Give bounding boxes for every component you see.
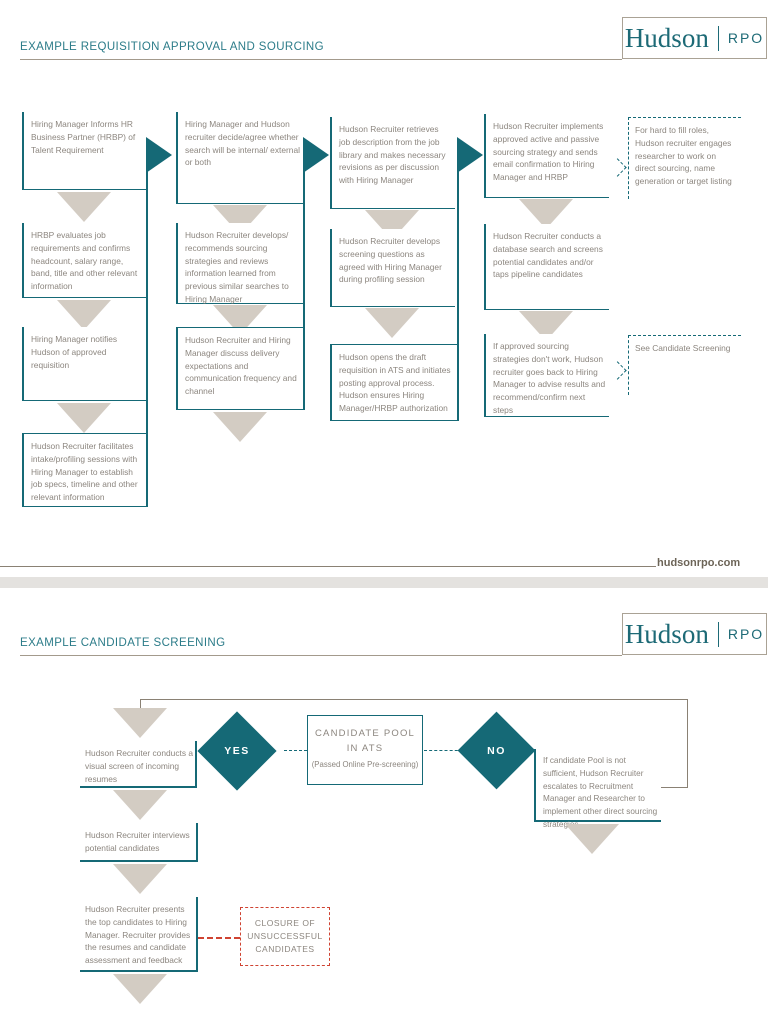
flow-step-box: Hudson Recruiter implements approved act…: [484, 114, 609, 198]
footer-rule: [0, 566, 656, 567]
dashed-arrow-icon: [608, 158, 627, 177]
flow-step-box: Hudson Recruiter interviews potential ca…: [80, 823, 198, 862]
flow-step-box: Hiring Manager Informs HR Business Partn…: [22, 112, 146, 190]
pool-title: CANDIDATE POOL: [314, 728, 416, 739]
down-arrow-icon: [57, 403, 111, 433]
note-box: See Candidate Screening: [628, 335, 741, 395]
loopback-line: [661, 787, 688, 788]
connector-line: [146, 155, 148, 507]
dashed-connector: [424, 750, 468, 751]
candidate-pool-box: CANDIDATE POOL IN ATS (Passed Online Pre…: [307, 715, 423, 785]
flow-step-box: Hudson Recruiter conducts a visual scree…: [80, 741, 197, 788]
flow-step-box: Hudson Recruiter develops/ recommends so…: [176, 223, 304, 304]
flow-step-box: Hiring Manager and Hudson recruiter deci…: [176, 112, 304, 204]
down-arrow-icon: [365, 308, 419, 338]
down-arrow-icon: [565, 824, 619, 854]
hudson-wordmark: Hudson: [624, 22, 709, 53]
flow-step-box: Hudson Recruiter develops screening ques…: [330, 229, 455, 307]
flow-step-box: HRBP evaluates job requirements and conf…: [22, 223, 146, 298]
flow-step-box: Hudson Recruiter and Hiring Manager disc…: [176, 327, 305, 410]
page-2: Hudson RPO EXAMPLE CANDIDATE SCREENING H…: [0, 588, 768, 1024]
connector-line: [303, 155, 305, 410]
flow-right-arrow-icon: [303, 137, 329, 173]
title-rule: [20, 59, 622, 60]
down-arrow-icon: [113, 708, 167, 738]
flow-step-box: Hudson opens the draft requisition in AT…: [330, 344, 459, 421]
connector-line: [457, 155, 459, 421]
page-1: Hudson RPO EXAMPLE REQUISITION APPROVAL …: [0, 0, 768, 577]
flow-step-box: Hiring Manager notifies Hudson of approv…: [22, 327, 146, 401]
down-arrow-icon: [113, 790, 167, 820]
down-arrow-icon: [113, 864, 167, 894]
dashed-connector: [284, 750, 307, 751]
closure-box: CLOSURE OF UNSUCCESSFUL CANDIDATES: [240, 907, 330, 966]
page-title: EXAMPLE REQUISITION APPROVAL AND SOURCIN…: [20, 41, 324, 53]
escalation-box: If candidate Pool is not sufficient, Hud…: [534, 749, 661, 829]
rpo-wordmark: RPO: [727, 30, 765, 46]
down-arrow-icon: [113, 974, 167, 1004]
pool-title: IN ATS: [346, 743, 384, 754]
footer-link[interactable]: hudsonrpo.com: [657, 557, 741, 569]
hudson-rpo-logo: Hudson RPO: [622, 17, 767, 59]
down-arrow-icon: [57, 192, 111, 222]
flow-step-box: Hudson Recruiter presents the top candid…: [80, 897, 198, 972]
title-rule: [20, 655, 622, 656]
pool-subtitle: (Passed Online Pre-screening): [311, 760, 419, 769]
loopback-line: [140, 699, 688, 700]
flow-step-box: If approved sourcing strategies don't wo…: [484, 334, 609, 417]
decision-diamond-no: NO: [457, 711, 536, 790]
rpo-wordmark: RPO: [727, 626, 765, 642]
decision-label: NO: [487, 744, 506, 757]
hudson-rpo-logo: Hudson RPO: [622, 613, 767, 655]
flow-step-box: Hudson Recruiter conducts a database sea…: [484, 224, 609, 310]
loopback-line: [140, 699, 141, 708]
logo-divider: [717, 25, 719, 51]
flow-step-box: Hudson Recruiter facilitates intake/prof…: [22, 433, 148, 507]
decision-label: YES: [224, 745, 250, 757]
note-box: For hard to fill roles, Hudson recruiter…: [628, 117, 741, 199]
logo-divider: [717, 621, 719, 647]
down-arrow-icon: [57, 300, 111, 330]
closure-connector: [198, 937, 240, 939]
page-title: EXAMPLE CANDIDATE SCREENING: [20, 637, 226, 649]
flow-step-box: Hudson Recruiter retrieves job descripti…: [330, 117, 455, 209]
hudson-wordmark: Hudson: [624, 618, 709, 649]
loopback-line: [687, 699, 688, 788]
flow-right-arrow-icon: [146, 137, 172, 173]
decision-diamond-yes: YES: [197, 711, 277, 791]
down-arrow-icon: [213, 412, 267, 442]
dashed-arrow-icon: [608, 361, 627, 380]
flow-right-arrow-icon: [457, 137, 483, 173]
